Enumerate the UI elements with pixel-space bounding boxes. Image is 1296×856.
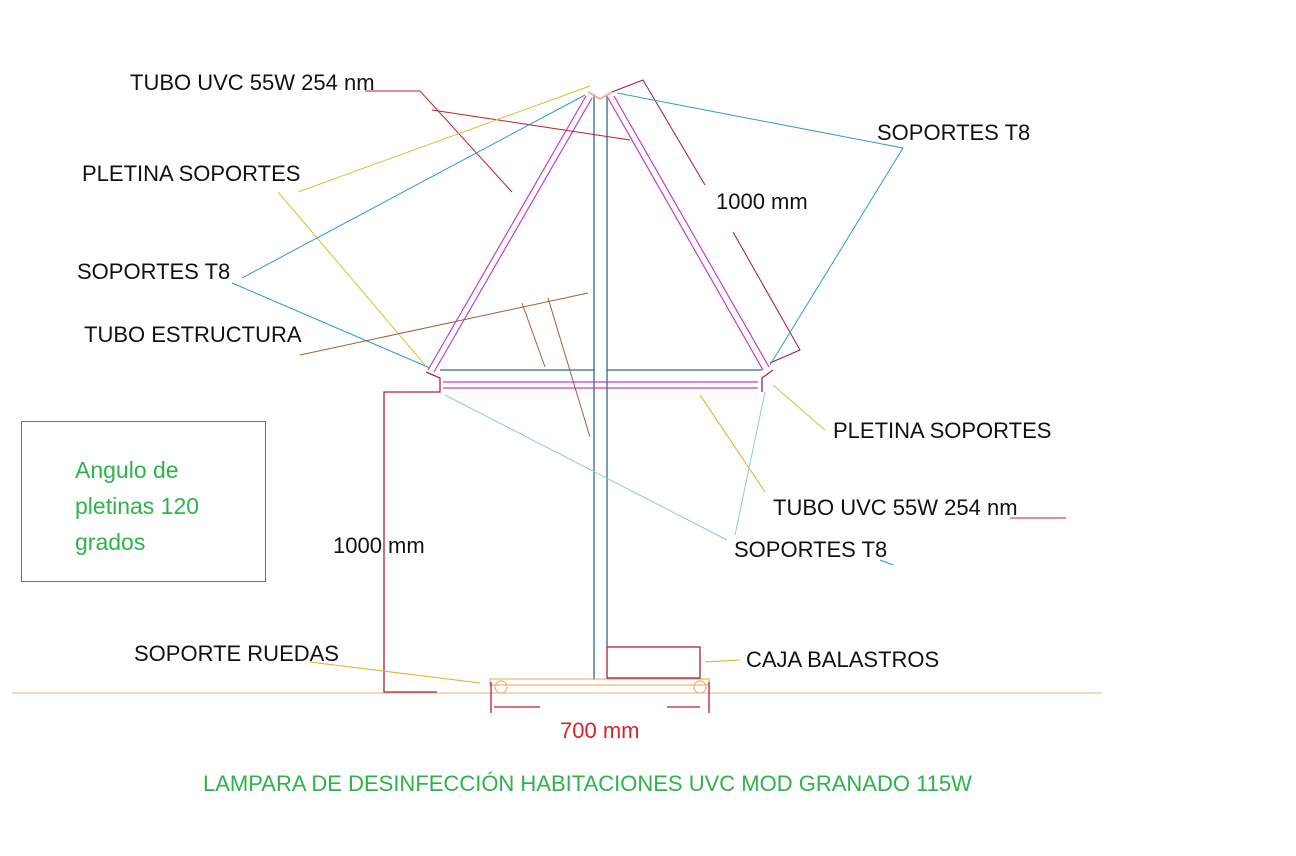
label-pletina-top: PLETINA SOPORTES — [82, 161, 301, 186]
label-caja-balastros: CAJA BALASTROS — [746, 647, 940, 672]
label-dim-height: 1000 mm — [333, 533, 425, 558]
wheel-left — [494, 680, 508, 694]
angle-note-box: Angulo de pletinas 120 grados — [21, 421, 266, 582]
label-pletina-right: PLETINA SOPORTES — [833, 418, 1052, 443]
label-tubo-estructura: TUBO ESTRUCTURA — [84, 322, 302, 347]
wheel-right — [693, 680, 707, 694]
angle-note-text: Angulo de pletinas 120 grados — [75, 457, 200, 555]
label-soportes-t8-top-right: SOPORTES T8 — [877, 120, 1031, 145]
height-dimension — [383, 369, 774, 693]
drawing-title: LAMPARA DE DESINFECCIÓN HABITACIONES UVC… — [203, 771, 972, 796]
apex-bracket — [587, 91, 613, 101]
label-tubo-uvc-bottom: TUBO UVC 55W 254 nm — [773, 495, 1018, 520]
label-soporte-ruedas: SOPORTE RUEDAS — [134, 641, 339, 666]
uvc-tubes — [427, 95, 770, 389]
leader-lines — [231, 79, 1066, 684]
ballast-box — [606, 646, 701, 679]
label-soportes-t8-left: SOPORTES T8 — [77, 259, 231, 284]
base-dimension — [490, 682, 710, 713]
label-dim-arm: 1000 mm — [716, 189, 808, 214]
label-dim-base: 700 mm — [560, 718, 640, 743]
wheel-base — [489, 678, 710, 694]
structure-pole — [440, 94, 762, 680]
label-soportes-t8-bottom: SOPORTES T8 — [734, 537, 888, 562]
label-tubo-uvc-top: TUBO UVC 55W 254 nm — [130, 70, 375, 95]
